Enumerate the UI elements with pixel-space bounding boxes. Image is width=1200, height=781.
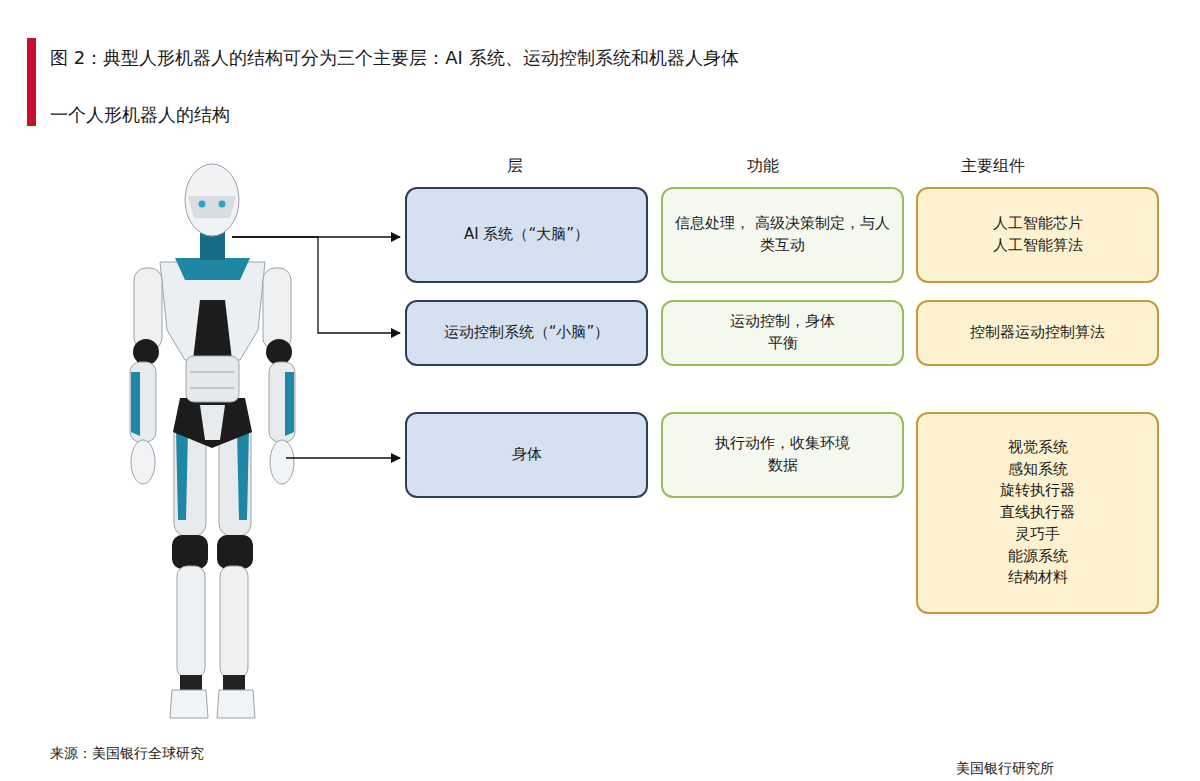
box-text: 结构材料: [1008, 567, 1068, 589]
box-text: 运动控制，身体 平衡: [726, 311, 840, 355]
column-header: 主要组件: [961, 156, 1025, 177]
layer-box: 运动控制系统（“小脑”）: [405, 300, 648, 366]
function-box: 执行动作，收集环境 数据: [661, 412, 904, 498]
box-text: 能源系统: [1008, 546, 1068, 568]
box-text: 人工智能芯片: [993, 213, 1083, 235]
component-box: 人工智能芯片人工智能算法: [916, 187, 1159, 283]
accent-bar: [27, 38, 36, 126]
box-text: 信息处理， 高级决策制定，与人类互动: [673, 213, 892, 257]
box-text: AI 系统（“大脑”）: [464, 224, 589, 246]
subtitle: 一个人形机器人的结构: [50, 103, 230, 127]
column-header: 功能: [747, 156, 779, 177]
box-text: 旋转执行器: [1000, 480, 1075, 502]
box-text: 执行动作，收集环境 数据: [712, 433, 854, 477]
leader-arrow: [286, 457, 400, 458]
box-text: 直线执行器: [1000, 502, 1075, 524]
source-note: 美国银行研究所: [956, 760, 1054, 778]
figure-title: 图 2：典型人形机器人的结构可分为三个主要层：AI 系统、运动控制系统和机器人身…: [50, 46, 739, 70]
function-box: 信息处理， 高级决策制定，与人类互动: [661, 187, 904, 283]
layer-box: 身体: [405, 412, 648, 498]
box-text: 视觉系统: [1008, 437, 1068, 459]
column-header: 层: [507, 156, 523, 177]
component-box: 视觉系统感知系统旋转执行器直线执行器灵巧手能源系统结构材料: [916, 412, 1159, 614]
box-text: 控制器运动控制算法: [970, 322, 1105, 344]
box-text: 身体: [512, 444, 542, 466]
source-note: 来源：美国银行全球研究: [50, 745, 204, 763]
box-text: 灵巧手: [1015, 524, 1060, 546]
component-box: 控制器运动控制算法: [916, 300, 1159, 366]
robot-illustration: [130, 164, 295, 718]
box-text: 运动控制系统（“小脑”）: [444, 322, 610, 344]
function-box: 运动控制，身体 平衡: [661, 300, 904, 366]
layer-box: AI 系统（“大脑”）: [405, 187, 648, 283]
box-text: 感知系统: [1008, 459, 1068, 481]
leader-arrow: [232, 237, 400, 333]
leader-lines: [232, 237, 400, 458]
box-text: 人工智能算法: [993, 235, 1083, 257]
